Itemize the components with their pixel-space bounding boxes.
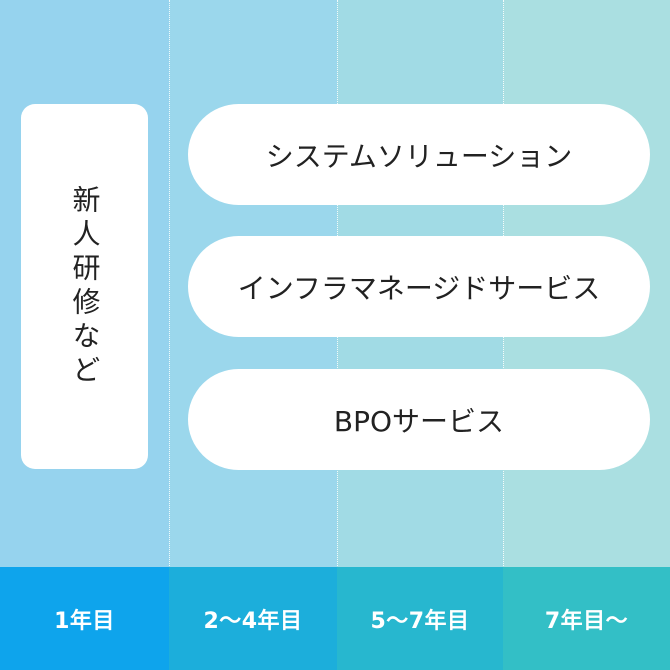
service-pill-bpo: BPOサービス: [188, 369, 650, 470]
service-label: システムソリューション: [265, 139, 573, 173]
timeline-label-year-1: 1年目: [0, 567, 169, 670]
service-label: BPOサービス: [333, 404, 505, 438]
training-label: 新人研修など: [68, 184, 102, 389]
column-divider: [169, 0, 170, 670]
service-pill-system-solution: システムソリューション: [188, 104, 650, 205]
timeline-text: 7年目〜: [544, 608, 629, 634]
timeline-text: 1年目: [54, 608, 115, 634]
training-box: 新人研修など: [21, 104, 148, 469]
service-label: インフラマネージドサービス: [237, 271, 601, 305]
timeline-label-year-5-7: 5〜7年目: [337, 567, 503, 670]
service-pill-infra-managed: インフラマネージドサービス: [188, 236, 650, 337]
timeline-text: 2〜4年目: [203, 608, 303, 634]
timeline-text: 5〜7年目: [370, 608, 470, 634]
timeline-label-year-7-plus: 7年目〜: [503, 567, 670, 670]
timeline-label-year-2-4: 2〜4年目: [169, 567, 337, 670]
